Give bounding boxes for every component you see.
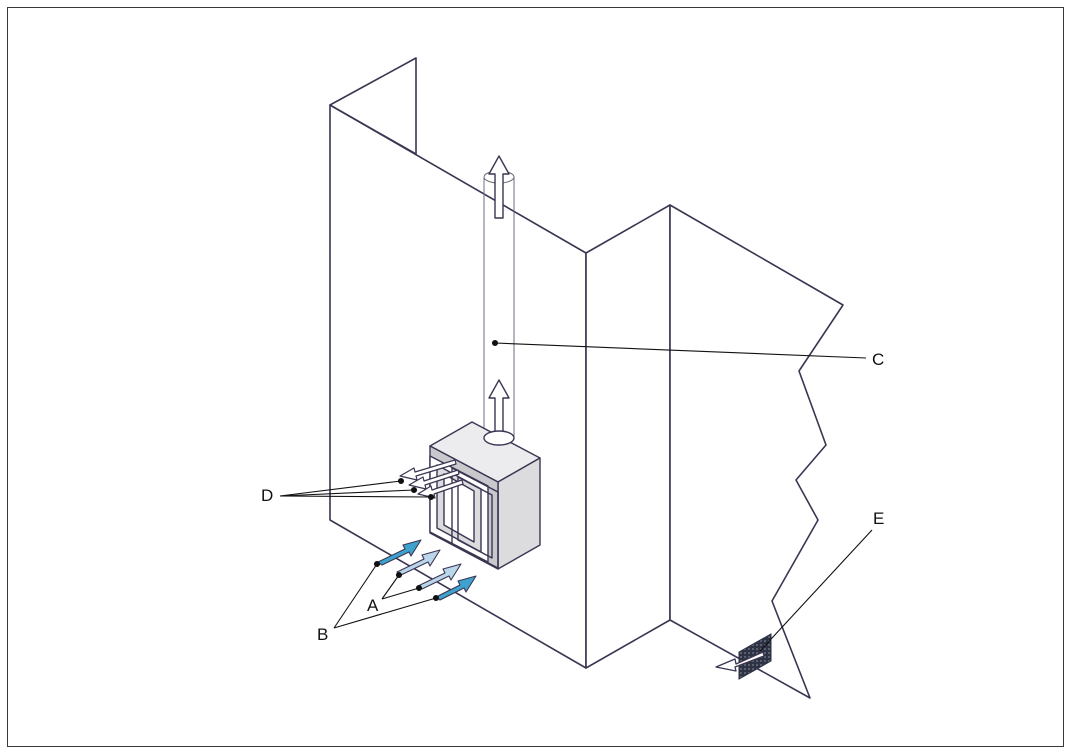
b-arrow-1 (377, 539, 422, 566)
e-arrow (715, 651, 765, 672)
label-e: E (873, 509, 884, 528)
d-arrow-2 (408, 469, 460, 490)
middle-wall (585, 204, 671, 669)
leader-lines (279, 339, 873, 652)
diagram-frame (7, 7, 1064, 747)
d-arrows (399, 459, 464, 499)
back-left-wall-edge (329, 57, 417, 155)
exhaust-up-arrow-top (488, 155, 510, 219)
label-b: B (317, 625, 328, 644)
d-arrow-3 (417, 479, 464, 499)
room-walls (329, 57, 844, 699)
label-d: D (261, 486, 273, 505)
a-arrow-1 (396, 549, 441, 576)
filter-frame-inner (451, 467, 499, 569)
a-arrow-2 (417, 563, 462, 590)
duct-collar (483, 430, 515, 446)
label-c: C (872, 350, 884, 369)
b-arrow-2 (435, 575, 477, 601)
label-a: A (367, 596, 379, 615)
exhaust-up-arrow-bottom (488, 379, 510, 435)
inflow-arrows (377, 539, 477, 601)
right-wall (669, 204, 844, 699)
d-arrow-1 (399, 459, 457, 481)
left-wall (329, 104, 587, 669)
